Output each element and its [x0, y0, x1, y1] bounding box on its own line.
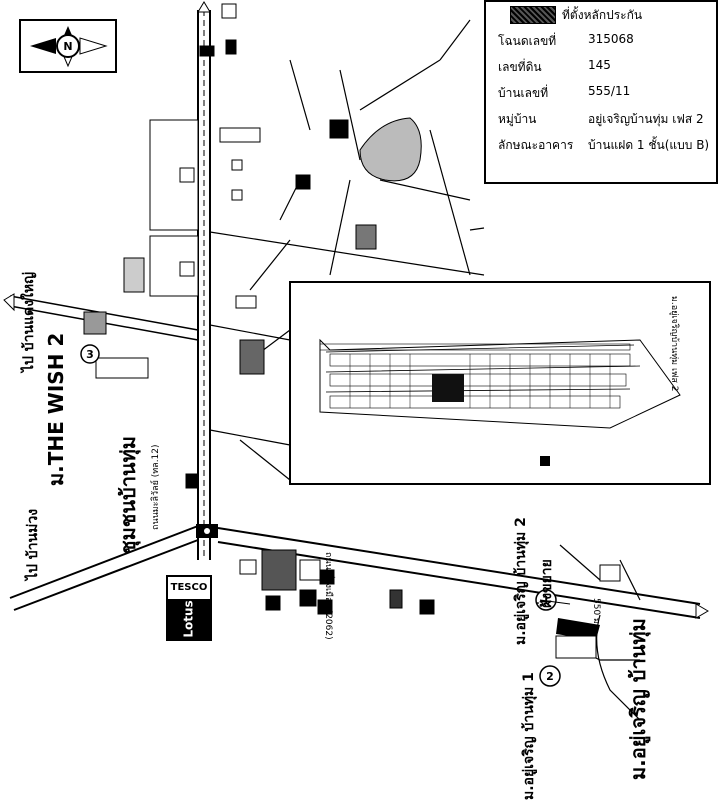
label-phase-1: ม.อยู่เจริญ บ้านทุ่ม 1 [521, 672, 537, 800]
compass-letter: N [63, 40, 72, 53]
collateral-info-box: ที่ตั้งหลักประกัน โฉนดเลขที่ 315068 เลขท… [484, 0, 718, 184]
marker-2: 2 [539, 665, 561, 687]
label-project-bottom: ม.อยู่เจริญ บ้านทุ่ม [626, 618, 650, 780]
label-distance: 550 ม. [591, 598, 601, 627]
highway-12 [197, 1, 211, 560]
label-phase-2: ม.อยู่เจริญ บ้านทุ่ม 2 [513, 517, 529, 645]
label-highway-12: ถนนมะลิวัลย์ (ทล.12) [151, 444, 161, 530]
label-road-2062: ถนนเลี่ยงเมือง (2062) [323, 552, 333, 640]
inset-site-plan [289, 281, 711, 485]
marker-2-label: 2 [546, 670, 554, 683]
landmarks-right [185, 3, 377, 489]
collateral-swatch [510, 6, 556, 24]
tesco-lotus-logo: TESCO Lotus [166, 575, 212, 641]
road-to-ban-muang [9, 525, 199, 611]
label-ban-thum-community: ชุมชนบ้านทุ่ม [116, 436, 140, 554]
marker-3: 3 [80, 344, 100, 364]
label-to-ban-daeng-yai: ไป บ้านแดงใหญ่ [21, 271, 37, 372]
phase1-plot [555, 618, 600, 659]
label-the-wish-2: ม.THE WISH 2 [44, 332, 68, 486]
collateral-plot [432, 374, 464, 402]
compass-rose-icon: N [19, 19, 117, 73]
legend-label: ที่ตั้งหลักประกัน [562, 8, 643, 22]
landmarks-left [83, 119, 199, 379]
label-phase-2-expansion: ฝั่งขยาย [539, 559, 555, 608]
local-roads [209, 19, 641, 721]
road-2062 [217, 527, 709, 619]
tesco-label: TESCO [168, 577, 210, 600]
lotus-label: Lotus [182, 600, 196, 638]
label-to-ban-muang: ไป บ้านม่วง [25, 508, 41, 580]
label-inset-title: ม.อยู่เจริญบ้านทุ่ม เฟส 2 [669, 296, 679, 392]
lake [359, 117, 422, 182]
marker-3-label: 3 [86, 348, 94, 361]
landmarks-south [239, 549, 621, 615]
